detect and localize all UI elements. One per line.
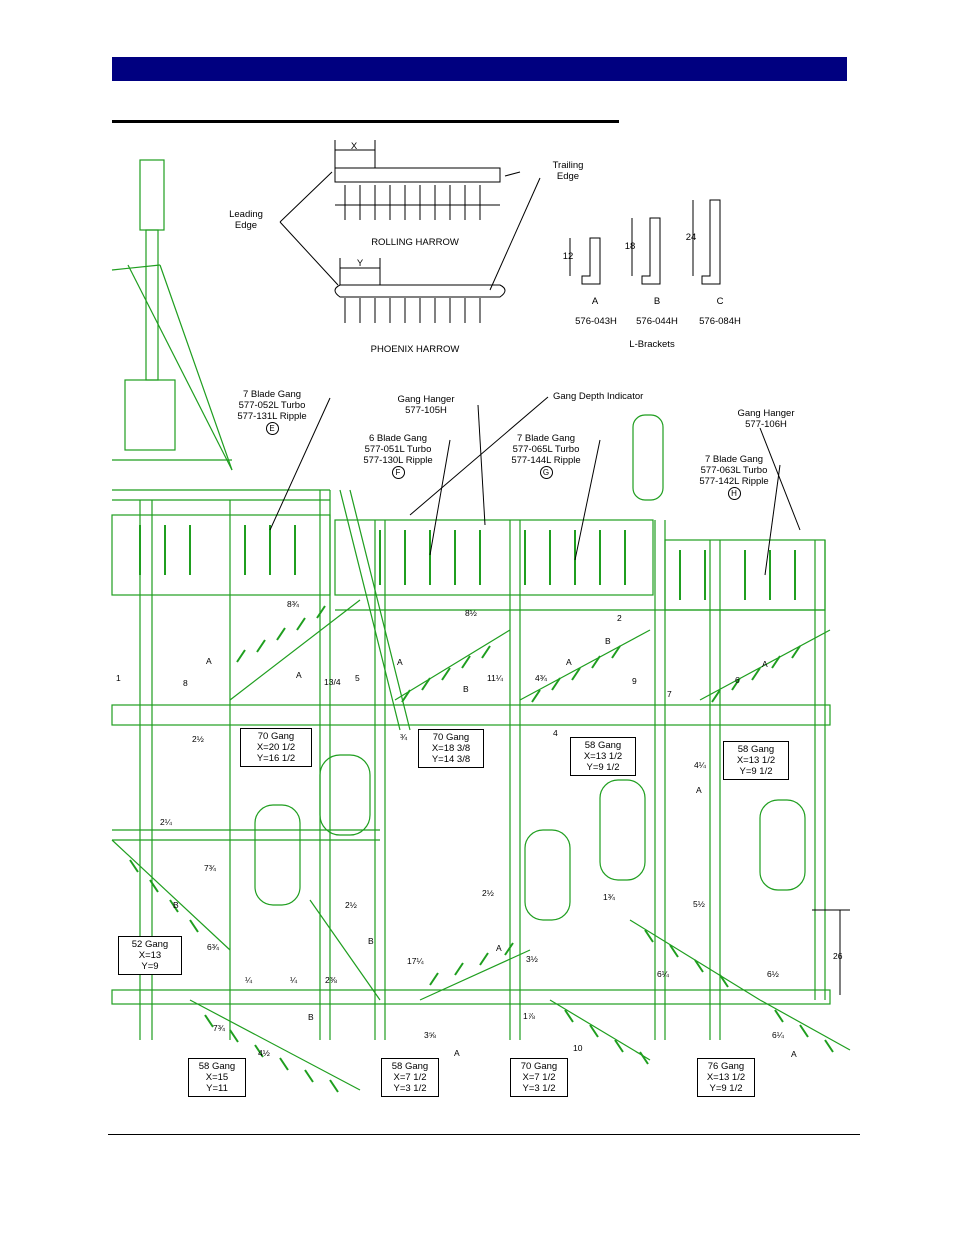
marker-a-9: A (696, 785, 702, 795)
dim-3-4: ¾ (400, 732, 408, 742)
marker-a-1: A (206, 656, 212, 666)
dim-2-3-8: 2⅜ (325, 975, 337, 985)
y-dimension-label: Y (356, 258, 364, 269)
dim-4-1-4: 4¼ (694, 760, 706, 770)
dim-6: 6 (735, 675, 740, 685)
dim-1-4-a: ¼ (245, 975, 253, 985)
marker-a-7: A (454, 1048, 460, 1058)
dim-8-3-4: 8¾ (287, 599, 299, 609)
dim-7-3-4-b: 7¾ (213, 1023, 225, 1033)
callout-hanger-106h: Gang Hanger 577-106H (737, 408, 795, 430)
title-rule (112, 120, 619, 123)
circle-g: G (539, 466, 553, 479)
marker-b-2: B (463, 684, 469, 694)
marker-a-8: A (791, 1049, 797, 1059)
circle-h: H (727, 487, 741, 500)
callout-depth-indicator: Gang Depth Indicator (553, 391, 644, 402)
marker-a-2: A (296, 670, 302, 680)
dim-2-1-4: 2¼ (160, 817, 172, 827)
dim-17-1-4: 17¼ (407, 956, 424, 966)
dim-1-3-4: 1¾ (603, 892, 615, 902)
leading-edge-label: Leading Edge (229, 209, 263, 231)
harrow-sketches (269, 140, 850, 995)
marker-a-4: A (566, 657, 572, 667)
phoenix-harrow-label: PHOENIX HARROW (370, 344, 460, 355)
dim-8: 8 (183, 678, 188, 688)
footer-rule (108, 1134, 860, 1135)
bracket-b-letter: B (653, 296, 661, 307)
dim-11-1-4: 11¼ (487, 673, 503, 683)
dim-5-1-2: 5½ (693, 899, 705, 909)
dim-1-4-b: ¼ (290, 975, 298, 985)
callout-gang-h: 7 Blade Gang 577-063L Turbo 577-142L Rip… (699, 454, 769, 500)
dim-2-1-2-c: 2½ (482, 888, 494, 898)
marker-a-6: A (496, 943, 502, 953)
dim-8-1-2: 8½ (465, 608, 477, 618)
bracket-a-letter: A (591, 296, 599, 307)
dim-6-1-4-a: 6¼ (657, 969, 669, 979)
bracket-c-height: 24 (685, 232, 697, 243)
circle-f: F (391, 466, 405, 479)
dim-2: 2 (617, 613, 622, 623)
marker-a-3: A (397, 657, 403, 667)
header-bar (112, 57, 847, 81)
marker-b-4: B (368, 936, 374, 946)
callout-gang-f: 6 Blade Gang 577-051L Turbo 577-130L Rip… (363, 433, 433, 479)
callout-gang-g: 7 Blade Gang 577-065L Turbo 577-144L Rip… (511, 433, 581, 479)
trailing-edge-label: Trailing Edge (552, 160, 584, 182)
l-brackets-caption: L-Brackets (629, 339, 675, 350)
blade-marks (129, 525, 834, 1093)
dim-2-1-2-a: 2½ (192, 734, 204, 744)
dim-3-5-8: 3⅝ (424, 1030, 436, 1040)
dim-7: 7 (667, 689, 672, 699)
dim-4-3-4: 4¾ (535, 673, 547, 683)
dim-5: 5 (355, 673, 360, 683)
bracket-a-part: 576-043H (575, 316, 617, 327)
rolling-harrow-label: ROLLING HARROW (371, 237, 459, 248)
bracket-c-part: 576-084H (699, 316, 741, 327)
bracket-b-height: 18 (624, 241, 636, 252)
bracket-b-part: 576-044H (636, 316, 678, 327)
marker-b-1: B (605, 636, 611, 646)
dim-6-1-2: 6½ (767, 969, 779, 979)
bracket-c-letter: C (716, 296, 724, 307)
marker-a-5: A (762, 659, 768, 669)
dim-6-3-4: 6¾ (207, 942, 219, 952)
dim-26: 26 (833, 951, 843, 961)
callout-hanger-105h: Gang Hanger 577-105H (397, 394, 455, 416)
dim-4-1-2: 4½ (258, 1048, 270, 1058)
dim-13-4: 13/4 (324, 677, 341, 687)
dim-10: 10 (573, 1043, 583, 1053)
dim-3-1-2: 3½ (526, 954, 538, 964)
frame-lines (111, 159, 851, 1091)
dim-4: 4 (553, 728, 558, 738)
callout-gang-e: 7 Blade Gang 577-052L Turbo 577-131L Rip… (237, 389, 307, 435)
dim-7-3-4-a: 7¾ (204, 863, 216, 873)
dim-1: 1 (116, 673, 121, 683)
dim-1-7-8: 1⅞ (523, 1011, 535, 1021)
dim-2-1-2-b: 2½ (345, 900, 357, 910)
dim-6-1-4-b: 6¼ (772, 1030, 784, 1040)
x-dimension-label: X (350, 141, 358, 152)
marker-b-5: B (308, 1012, 314, 1022)
dim-9: 9 (632, 676, 637, 686)
marker-b-3: B (173, 900, 179, 910)
circle-e: E (265, 422, 279, 435)
bracket-a-height: 12 (562, 251, 574, 262)
